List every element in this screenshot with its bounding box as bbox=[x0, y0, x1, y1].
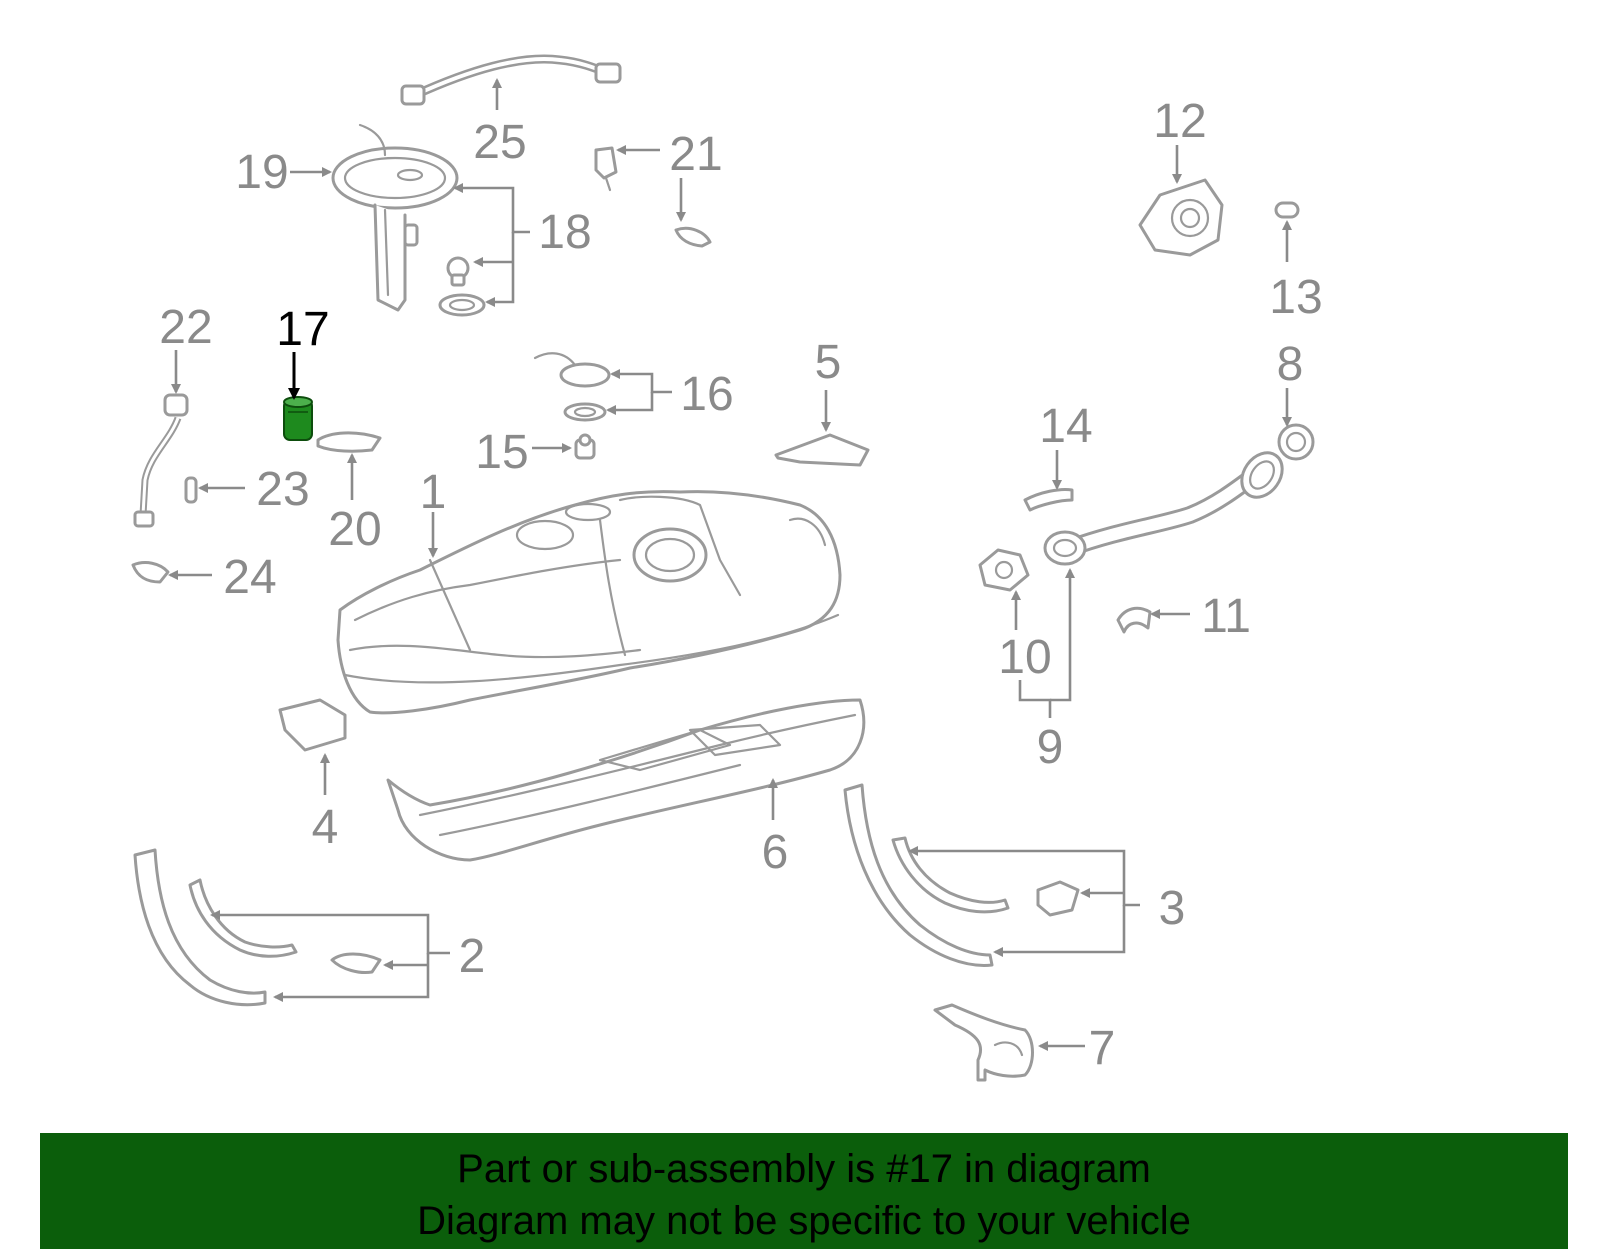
part-20-strainer bbox=[316, 431, 382, 453]
info-banner: Part or sub-assembly is #17 in diagram D… bbox=[40, 1133, 1568, 1249]
label-15: 15 bbox=[475, 426, 528, 479]
label-18: 18 bbox=[538, 206, 591, 259]
part-22-sensor-wire bbox=[133, 393, 189, 528]
label-23: 23 bbox=[256, 463, 309, 516]
label-4: 4 bbox=[312, 801, 339, 854]
part-21-clip bbox=[594, 146, 618, 192]
label-11: 11 bbox=[1201, 590, 1251, 643]
label-1: 1 bbox=[420, 466, 447, 519]
part-4-pad bbox=[278, 698, 347, 752]
label-19: 19 bbox=[235, 146, 288, 199]
part-2-tank-straps bbox=[133, 848, 382, 1007]
part-1-fuel-tank bbox=[336, 490, 842, 715]
label-12: 12 bbox=[1153, 95, 1206, 148]
part-3-tank-straps bbox=[843, 783, 1080, 967]
label-9: 9 bbox=[1037, 721, 1064, 774]
part-23-clip bbox=[184, 476, 198, 504]
label-25: 25 bbox=[473, 116, 526, 169]
part-21b-cap bbox=[674, 226, 712, 248]
label-7: 7 bbox=[1089, 1022, 1116, 1075]
label-20: 20 bbox=[328, 503, 381, 556]
label-3: 3 bbox=[1159, 882, 1186, 935]
part-25-wire-harness bbox=[400, 54, 622, 106]
label-16: 16 bbox=[680, 368, 733, 421]
part-9-filler-pipe bbox=[1043, 451, 1284, 566]
part-10-gasket bbox=[978, 548, 1030, 592]
part-15-valve bbox=[574, 433, 596, 460]
label-17: 17 bbox=[276, 303, 329, 356]
callout-labels: 25 19 21 18 12 13 8 22 17 16 5 14 15 23 … bbox=[159, 95, 1322, 1075]
part-12-filler-housing bbox=[1138, 178, 1224, 257]
label-6: 6 bbox=[762, 826, 789, 879]
parts-diagram: 25 19 21 18 12 13 8 22 17 16 5 14 15 23 … bbox=[131, 54, 1323, 1082]
label-14: 14 bbox=[1039, 400, 1092, 453]
banner-line-2: Diagram may not be specific to your vehi… bbox=[417, 1199, 1191, 1243]
label-24: 24 bbox=[223, 551, 276, 604]
part-6-tank-shield bbox=[386, 698, 866, 862]
part-11-clamp bbox=[1116, 606, 1152, 634]
label-8: 8 bbox=[1277, 338, 1304, 391]
part-7-bracket bbox=[933, 1003, 1034, 1082]
part-14-hose bbox=[1023, 488, 1074, 512]
part-8-fuel-cap bbox=[1277, 423, 1315, 461]
part-19-pump-plate bbox=[331, 123, 459, 312]
part-18-components bbox=[438, 256, 486, 317]
part-16-gasket-set bbox=[533, 352, 611, 422]
label-10: 10 bbox=[998, 631, 1051, 684]
banner-line-1: Part or sub-assembly is #17 in diagram bbox=[457, 1147, 1151, 1191]
part-13-grommet bbox=[1274, 201, 1300, 219]
part-24-bracket bbox=[131, 561, 170, 584]
part-17-fuel-filter bbox=[283, 396, 313, 441]
label-21: 21 bbox=[669, 128, 722, 181]
leader-lines bbox=[168, 78, 1292, 1051]
label-13: 13 bbox=[1269, 271, 1322, 324]
label-2: 2 bbox=[459, 930, 486, 983]
part-5-protector bbox=[774, 433, 870, 467]
label-22: 22 bbox=[159, 301, 212, 354]
label-5: 5 bbox=[815, 336, 842, 389]
